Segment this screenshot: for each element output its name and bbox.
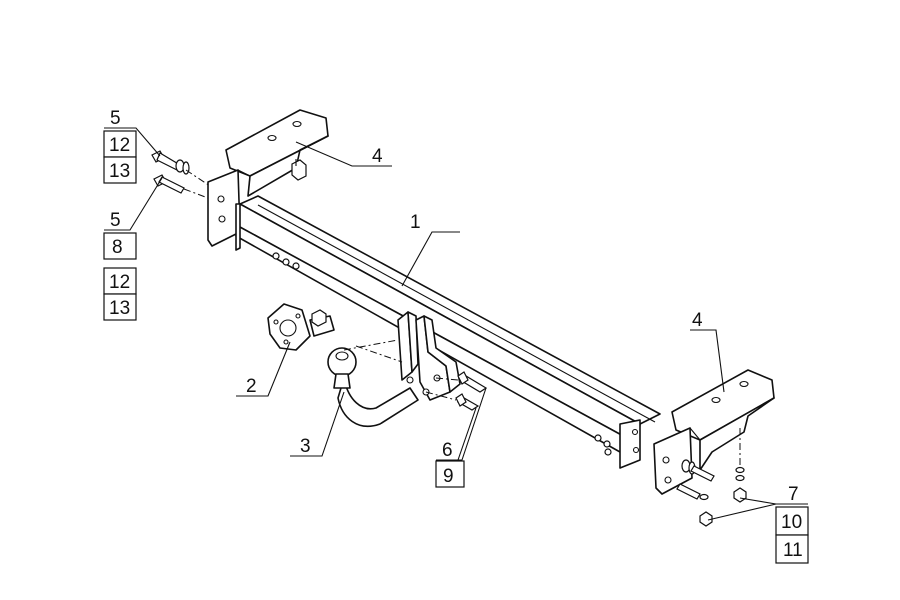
callout-label: 8: [112, 237, 123, 258]
callout-4-top: 4: [372, 146, 383, 167]
right-mounting-bracket: [653, 369, 775, 495]
callout-1: 1: [410, 212, 421, 233]
right-bracket-bolts: [676, 459, 715, 501]
electrical-socket-plate: [267, 303, 335, 351]
ball-mount-bolts: [425, 371, 488, 411]
leader-lines: [104, 127, 808, 521]
callout-label: 3: [300, 436, 311, 457]
callout-3: 3: [300, 436, 311, 457]
callout-label: 12: [109, 135, 130, 156]
left-bracket-bolt-top: [151, 150, 190, 175]
main-cross-beam: [235, 195, 661, 469]
callout-label: 4: [692, 310, 703, 331]
callout-label: 6: [442, 440, 453, 461]
callout-label: 4: [372, 146, 383, 167]
callout-2: 2: [246, 376, 257, 397]
tow-ball-neck: [327, 347, 419, 428]
callout-group-7-10-11: 7 10 11: [775, 484, 809, 564]
callout-label: 10: [781, 512, 802, 533]
callout-label: 7: [788, 484, 799, 505]
callout-label: 5: [110, 108, 121, 129]
callout-group-6-9: 6 9: [435, 440, 465, 488]
left-bracket-nut: [291, 159, 307, 181]
callout-label: 9: [443, 466, 454, 487]
callout-label: 13: [109, 161, 130, 182]
callout-group-5-8-12-13: 5 8 12 13: [103, 210, 137, 321]
callout-label: 2: [246, 376, 257, 397]
callout-label: 13: [109, 298, 130, 319]
callout-group-5-12-13: 5 12 13: [103, 108, 137, 184]
callout-label: 12: [109, 272, 130, 293]
callout-label: 11: [783, 540, 803, 561]
left-mounting-bracket: [207, 109, 329, 247]
callout-4-right: 4: [692, 310, 703, 331]
callout-label: 5: [110, 210, 121, 231]
callout-label: 1: [410, 212, 421, 233]
